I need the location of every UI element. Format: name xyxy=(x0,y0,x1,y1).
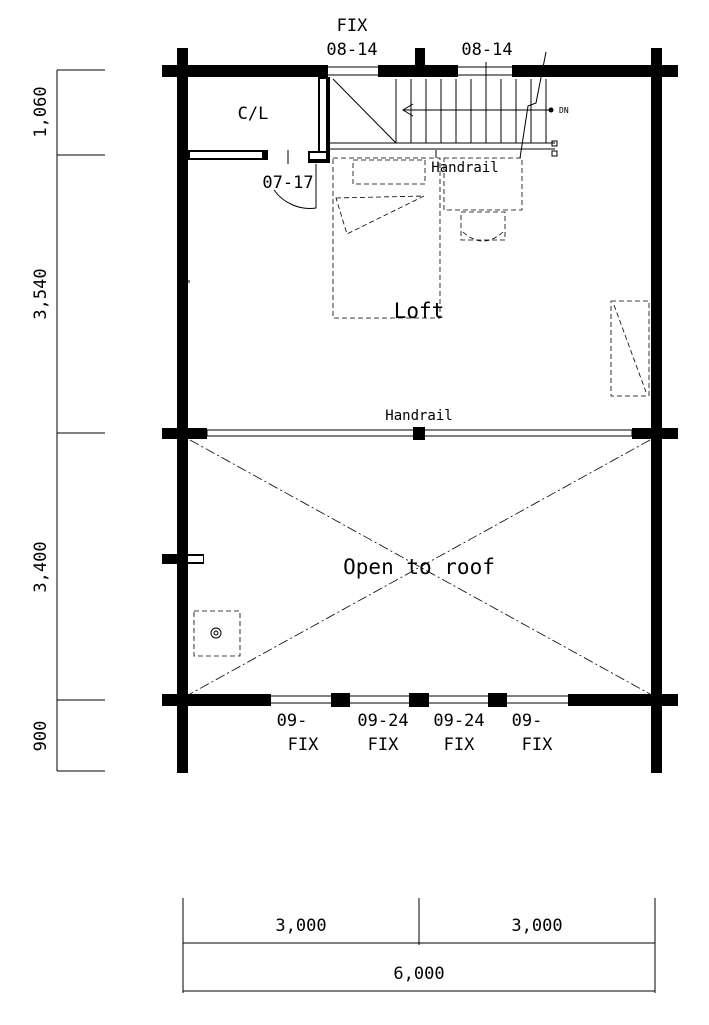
bottom-windows xyxy=(271,695,568,704)
open-to-roof-cross xyxy=(189,439,651,695)
dim-900: 900 xyxy=(31,721,51,752)
dim-3540: 3,540 xyxy=(31,268,51,319)
label-handrail-mid: Handrail xyxy=(385,408,452,424)
vertical-dimension-chain: 1,060 3,540 3,400 900 xyxy=(31,69,105,772)
label-window-bottom-1-type: FIX xyxy=(288,735,319,755)
horizontal-dimension-chain: 3,000 3,000 6,000 xyxy=(182,898,656,993)
label-window-bottom-1-code: 09- xyxy=(277,711,308,731)
dim-3000-right: 3,000 xyxy=(511,916,562,936)
chair-back xyxy=(462,231,504,242)
dim-6000-total: 6,000 xyxy=(393,964,444,984)
dim-3000-left: 3,000 xyxy=(275,916,326,936)
label-loft: Loft xyxy=(394,299,445,323)
outer-walls xyxy=(162,48,678,773)
label-window-bottom-4-type: FIX xyxy=(522,735,553,755)
label-window-top-left: 08-14 xyxy=(326,40,377,60)
label-window-bottom-3-code: 09-24 xyxy=(433,711,484,731)
label-window-bottom-3-type: FIX xyxy=(444,735,475,755)
label-fix-top: FIX xyxy=(337,16,368,36)
closet xyxy=(188,77,330,209)
label-window-bottom-2-type: FIX xyxy=(368,735,399,755)
furniture xyxy=(193,157,650,657)
bed-blanket xyxy=(335,195,425,235)
shelf xyxy=(610,300,650,397)
dim-3400: 3,400 xyxy=(31,541,51,592)
label-open-to-roof: Open to roof xyxy=(343,555,495,579)
desk xyxy=(443,157,523,211)
chair xyxy=(460,211,506,241)
dim-1060: 1,060 xyxy=(31,86,51,137)
label-down: DN xyxy=(559,106,569,115)
label-window-top-right: 08-14 xyxy=(461,40,512,60)
label-door-closet: 07-17 xyxy=(262,173,313,193)
label-window-bottom-4-code: 09- xyxy=(512,711,543,731)
bed xyxy=(332,157,441,319)
stove xyxy=(193,610,241,657)
pillow xyxy=(352,159,426,185)
top-windows xyxy=(328,62,512,80)
label-closet: C/L xyxy=(238,104,269,124)
loft-handrail xyxy=(206,429,633,437)
label-window-bottom-2-code: 09-24 xyxy=(357,711,408,731)
label-handrail-stair: Handrail xyxy=(431,160,498,176)
stair xyxy=(330,51,558,159)
